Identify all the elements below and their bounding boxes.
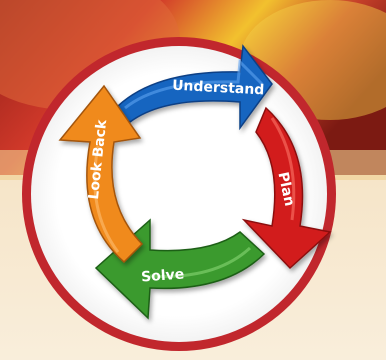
- solve-label: Solve: [141, 267, 185, 286]
- understand-label: Understand: [172, 78, 265, 99]
- look-back-arrow: [58, 84, 144, 264]
- understand-arrow: [110, 44, 273, 131]
- plan-label: Plan: [275, 171, 298, 208]
- plan-arrow: [241, 106, 332, 270]
